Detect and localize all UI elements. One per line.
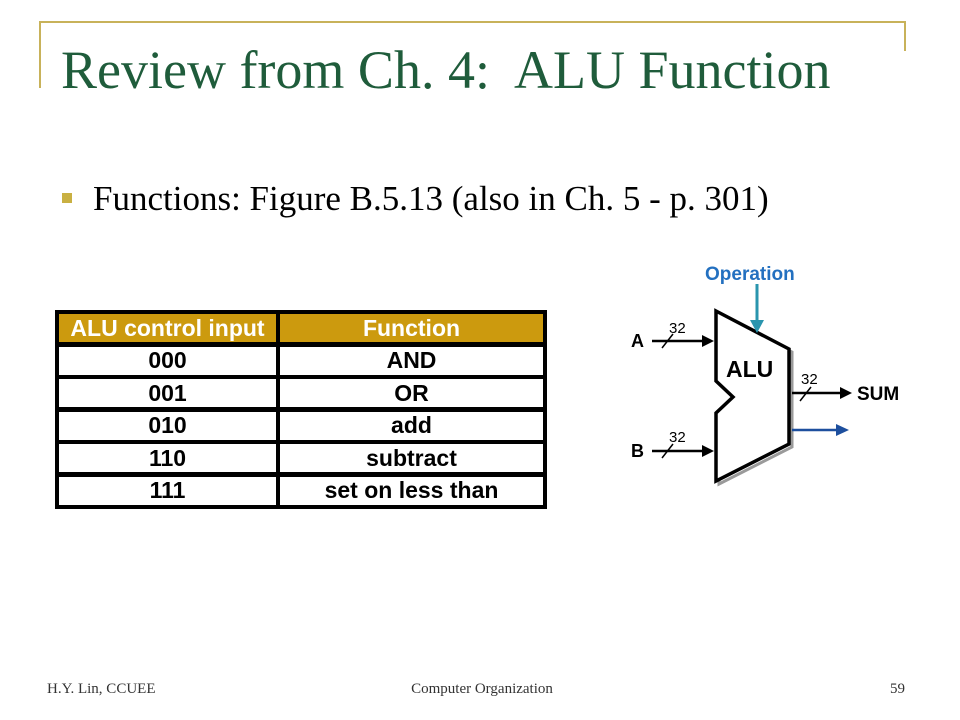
secondary-output-arrowhead-icon	[836, 424, 849, 436]
footer-page-number: 59	[890, 681, 905, 697]
operation-label: Operation	[705, 264, 795, 285]
header-function: Function	[280, 314, 543, 342]
function-cell: OR	[280, 379, 543, 407]
operation-arrowhead-icon	[750, 320, 764, 333]
control-input-cell: 110	[59, 444, 276, 472]
input-b-arrowhead-icon	[702, 445, 714, 457]
slide-frame-top-line	[39, 21, 906, 23]
alu-block	[714, 308, 791, 484]
function-cell: subtract	[280, 444, 543, 472]
slide-frame-left-line	[39, 21, 41, 88]
output-sum-arrowhead-icon	[840, 387, 852, 399]
input-a-arrowhead-icon	[702, 335, 714, 347]
control-input-cell: 000	[59, 346, 276, 375]
control-input-cell: 010	[59, 411, 276, 440]
alu-control-table: ALU control input Function 000 AND 001 O…	[55, 310, 547, 509]
input-b-label: B	[631, 441, 644, 461]
input-b-width-label: 32	[669, 429, 686, 446]
control-input-cell: 001	[59, 379, 276, 407]
input-a-width-label: 32	[669, 320, 686, 337]
slide-title: Review from Ch. 4: ALU Function	[61, 40, 831, 100]
bullet-square-icon	[62, 193, 72, 203]
function-cell: AND	[280, 346, 543, 375]
control-input-cell: 111	[59, 476, 276, 505]
function-cell: add	[280, 411, 543, 440]
output-sum-bus-slash	[799, 386, 812, 402]
bullet-text: Functions: Figure B.5.13 (also in Ch. 5 …	[93, 179, 769, 218]
output-sum-label: SUM	[857, 384, 899, 405]
input-b-bus-slash	[661, 443, 674, 459]
slide-frame-right-line	[904, 21, 906, 51]
header-alu-control-input: ALU control input	[59, 314, 276, 342]
alu-label: ALU	[726, 356, 773, 382]
function-cell: set on less than	[280, 476, 543, 505]
footer-course: Computer Organization	[411, 681, 553, 697]
input-a-label: A	[631, 331, 644, 351]
alu-diagram: ALU Operation A 32 B 32 32 SUM	[631, 264, 899, 487]
input-a-bus-slash	[661, 333, 674, 349]
output-sum-width-label: 32	[801, 371, 818, 388]
footer-author: H.Y. Lin, CCUEE	[47, 681, 156, 697]
